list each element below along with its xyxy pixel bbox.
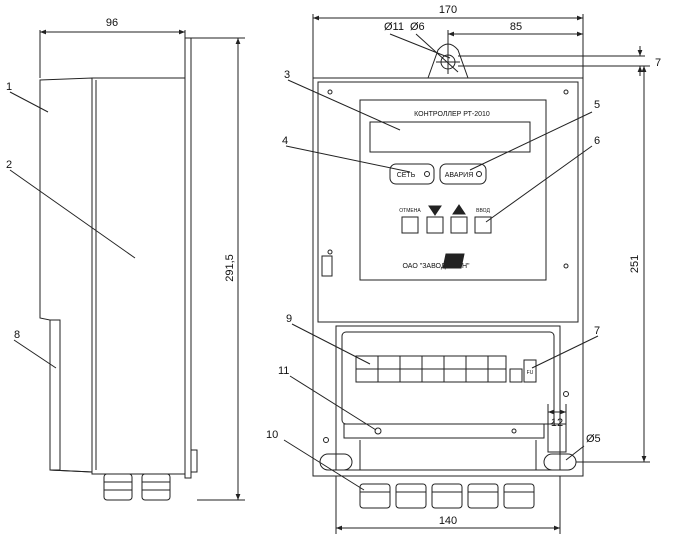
callout-4: 4 xyxy=(282,135,288,147)
dim-hole-offset: 85 xyxy=(510,21,522,33)
lower-bracket xyxy=(547,423,567,453)
side-cover xyxy=(39,77,93,473)
front-panel xyxy=(359,99,547,281)
callout-10: 10 xyxy=(266,429,278,441)
network-indicator xyxy=(389,163,435,185)
callout-2: 2 xyxy=(6,159,12,171)
panel-title: КОНТРОЛЛЕР РТ-2010 xyxy=(414,111,490,118)
side-housing xyxy=(91,77,186,475)
arrow-up-icon xyxy=(452,204,466,215)
cover-screw xyxy=(327,249,333,255)
callout-8: 8 xyxy=(14,329,20,341)
cancel-label: ОТМЕНА xyxy=(399,208,421,214)
dim-base-width: 140 xyxy=(439,515,457,527)
dim-mount-hole: Ø5 xyxy=(586,433,601,445)
alarm-led-icon xyxy=(476,171,482,177)
din-rail xyxy=(343,423,545,439)
down-button[interactable] xyxy=(426,216,444,234)
cover-screw xyxy=(563,89,569,95)
bottom-screw xyxy=(563,391,569,397)
dim-mount-height: 251 xyxy=(629,255,641,273)
dim-width-front: 170 xyxy=(439,4,457,16)
terminal-blocks xyxy=(355,355,523,383)
callout-3: 3 xyxy=(284,69,290,81)
dim-hole-small: Ø6 xyxy=(410,21,425,33)
dim-width-side: 96 xyxy=(106,17,118,29)
dim-height-total: 291,5 xyxy=(224,254,236,282)
display-window xyxy=(369,121,531,153)
maker-logo xyxy=(442,253,465,269)
side-view: 96 291,5 1 2 8 xyxy=(6,17,245,501)
network-led-icon xyxy=(424,171,430,177)
cancel-button[interactable] xyxy=(401,216,419,234)
enter-button[interactable] xyxy=(474,216,492,234)
cover-screw xyxy=(327,89,333,95)
side-window xyxy=(321,255,333,277)
side-wall-lower xyxy=(49,319,61,471)
hanging-lug xyxy=(427,43,469,79)
dim-hole-height: 7 xyxy=(655,57,661,69)
side-bracket-tab xyxy=(190,449,198,473)
callout-7: 7 xyxy=(594,325,600,337)
enclosure-outline xyxy=(312,77,584,477)
fuse-label: FU xyxy=(527,370,534,376)
dim-slot-width: 12 xyxy=(551,417,563,429)
callout-11: 11 xyxy=(278,365,289,377)
fuse-holder xyxy=(523,359,537,383)
enter-label: ВВОД xyxy=(476,208,490,214)
callout-5: 5 xyxy=(594,99,600,111)
alarm-indicator xyxy=(439,163,487,185)
callout-1: 1 xyxy=(6,81,12,93)
cover-screw xyxy=(563,263,569,269)
network-label: СЕТЬ xyxy=(397,172,416,179)
enclosure-cover xyxy=(317,81,579,323)
callout-6: 6 xyxy=(594,135,600,147)
maker-label: ОАО "ЗАВОД ЭТОН" xyxy=(403,263,470,270)
dim-hole-large: Ø11 xyxy=(384,21,404,33)
rail-screw-icon xyxy=(511,428,517,434)
terminal-compartment xyxy=(335,325,561,471)
callout-9: 9 xyxy=(286,313,292,325)
rail-screw-icon xyxy=(374,427,382,435)
arrow-down-icon xyxy=(428,205,442,216)
bottom-screw xyxy=(323,437,329,443)
side-glands xyxy=(103,473,171,501)
front-view: 170 85 Ø11 Ø6 7 КОНТРОЛЛЕР РТ-2010 xyxy=(266,4,661,534)
up-button[interactable] xyxy=(450,216,468,234)
alarm-label: АВАРИЯ xyxy=(445,172,474,179)
front-glands xyxy=(359,483,535,509)
side-bracket-top xyxy=(184,37,192,479)
